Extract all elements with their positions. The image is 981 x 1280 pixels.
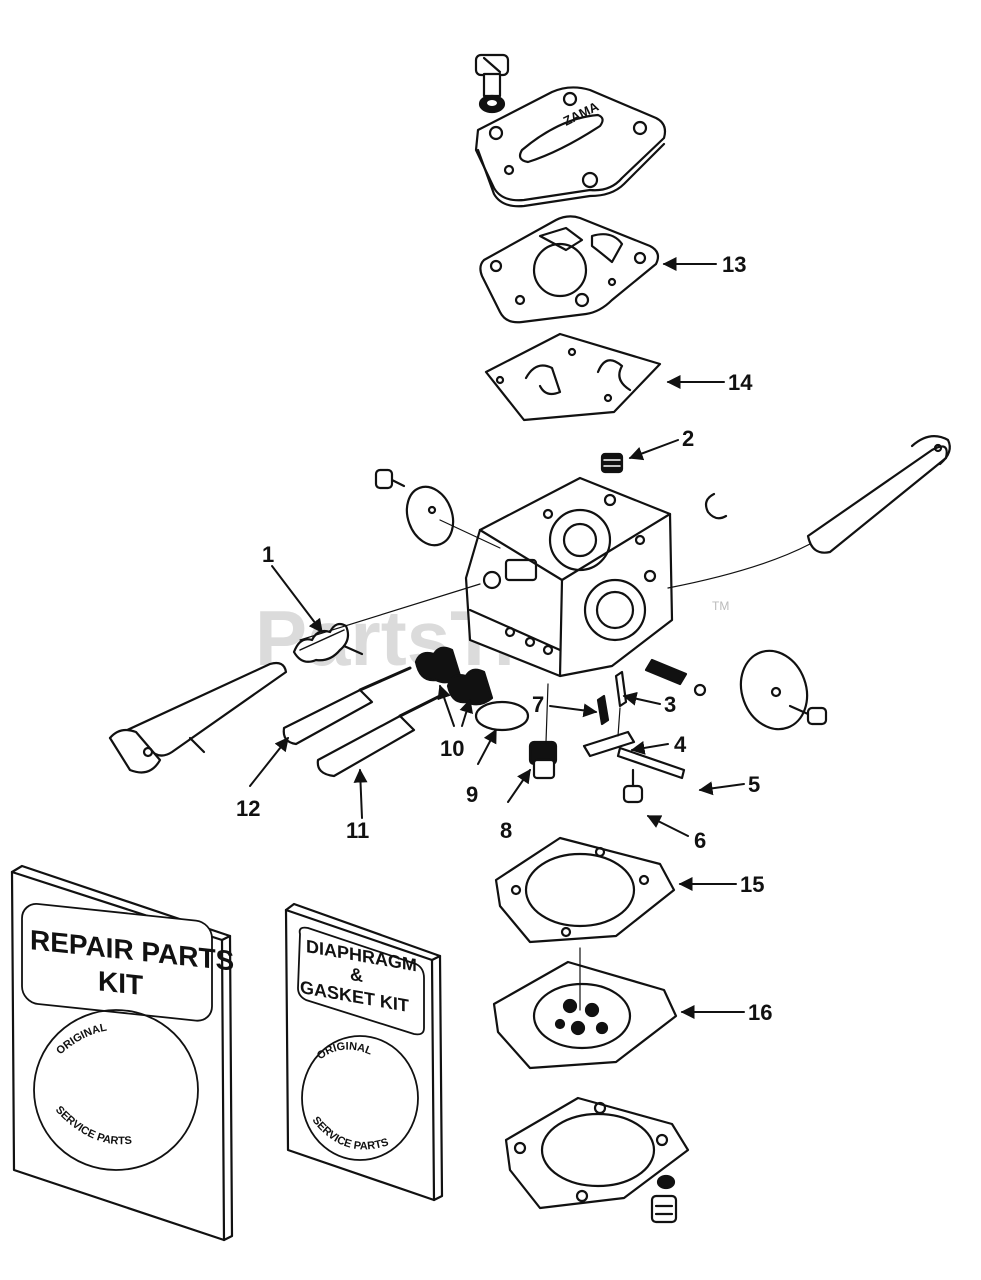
- callout-2: 2: [682, 426, 694, 451]
- choke-shaft-assembly: [108, 583, 481, 774]
- callout-numbers: 1 2 3 4 5 6 7 8 9 10 11 12 13 14 15 16: [236, 252, 772, 1025]
- inlet-needle-assembly: [582, 670, 686, 804]
- callout-13: 13: [722, 252, 746, 277]
- needle-springs: [414, 646, 494, 706]
- filter-screen: [474, 700, 530, 732]
- repair-kit-line2: KIT: [98, 965, 143, 1001]
- metering-gasket: [494, 836, 676, 944]
- cover-screw: [474, 53, 510, 114]
- carburetor-body: [464, 476, 674, 678]
- callout-4: 4: [674, 732, 687, 757]
- throttle-plate: [739, 649, 828, 731]
- callout-11: 11: [346, 818, 369, 843]
- callout-8: 8: [500, 818, 512, 843]
- watermark-tm: TM: [712, 599, 729, 613]
- e-clip: [704, 492, 728, 520]
- callout-3: 3: [664, 692, 676, 717]
- callout-leaders: [249, 257, 745, 1019]
- diaphragm-kit-line2: &: [350, 964, 363, 986]
- pump-diaphragm: [484, 332, 662, 422]
- callout-1: 1: [262, 542, 274, 567]
- callout-12: 12: [236, 796, 260, 821]
- callout-15: 15: [740, 872, 764, 897]
- metering-cover: [504, 1096, 690, 1210]
- callout-5: 5: [748, 772, 760, 797]
- diaphragm-gasket-kit-package: [284, 902, 444, 1202]
- inlet-nut: [600, 452, 624, 474]
- metering-diaphragm: [492, 947, 678, 1070]
- idle-adjust-screw: [644, 658, 707, 697]
- mixture-needles: [282, 666, 446, 778]
- callout-7: 7: [532, 692, 544, 717]
- inlet-plug: [528, 683, 558, 780]
- callout-16: 16: [748, 1000, 772, 1025]
- callout-14: 14: [728, 370, 753, 395]
- pump-cover: [474, 86, 667, 208]
- pump-gasket: [479, 215, 660, 324]
- throttle-shaft: [667, 435, 951, 589]
- callout-9: 9: [466, 782, 478, 807]
- callout-10: 10: [440, 736, 464, 761]
- choke-plate: [374, 468, 501, 549]
- callout-6: 6: [694, 828, 706, 853]
- bottom-screw: [650, 1194, 678, 1224]
- repair-parts-kit-package: [10, 864, 234, 1242]
